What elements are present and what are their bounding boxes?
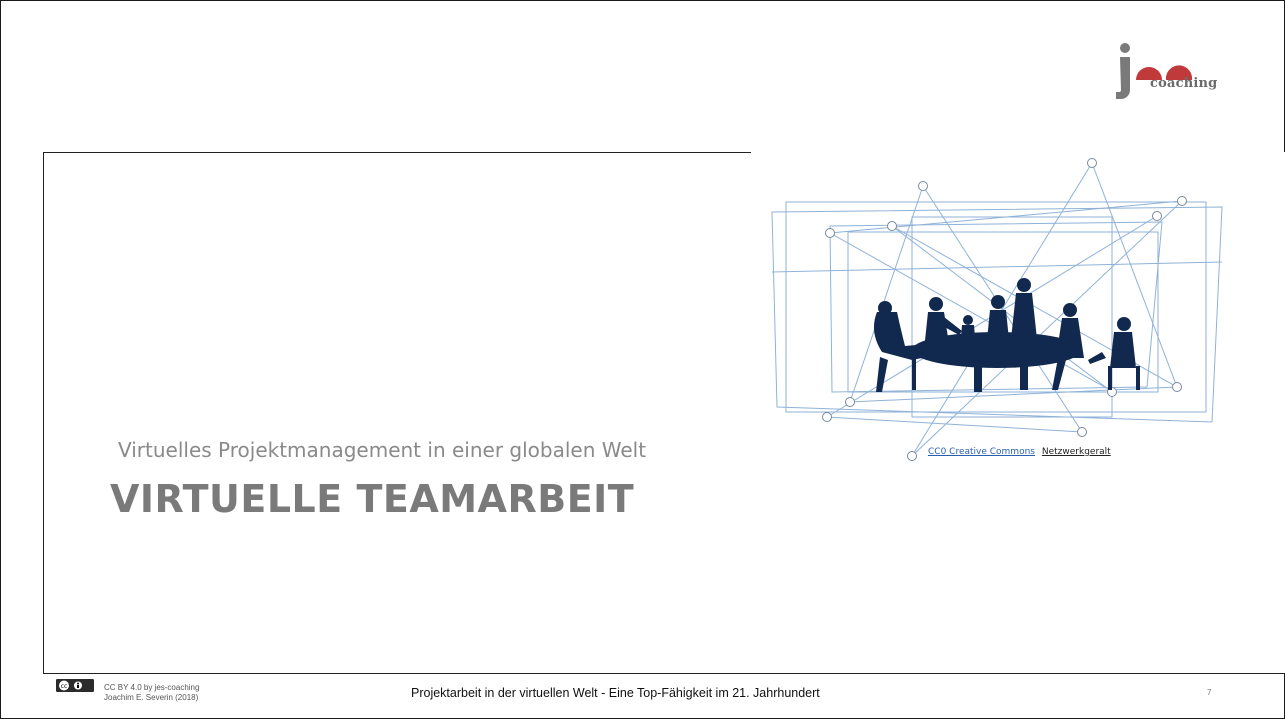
footer-license-line2: Joachim E. Severin (2018) [104,693,199,702]
page-number: 7 [1207,688,1212,697]
logo-text: coaching [1150,76,1218,91]
cc-by-icon: cc [56,679,94,692]
footer-title: Projektarbeit in der virtuellen Welt - E… [411,686,820,700]
slide-title: VIRTUELLE TEAMARBEIT [110,477,635,521]
team-network-illustration [752,152,1244,470]
jes-coaching-logo: coaching [1112,42,1224,102]
cc0-license-link[interactable]: CC0 Creative Commons [928,447,1035,457]
image-credit: CC0 Creative Commons Netzwerkgeralt [928,447,1111,457]
svg-text:cc: cc [61,683,68,690]
image-author-link[interactable]: Netzwerkgeralt [1041,447,1111,457]
slide-subtitle: Virtuelles Projektmanagement in einer gl… [118,438,647,462]
footer-license-line1: CC BY 4.0 by jes-coaching [104,683,200,692]
footer-license: CC BY 4.0 by jes-coaching Joachim E. Sev… [104,683,199,703]
